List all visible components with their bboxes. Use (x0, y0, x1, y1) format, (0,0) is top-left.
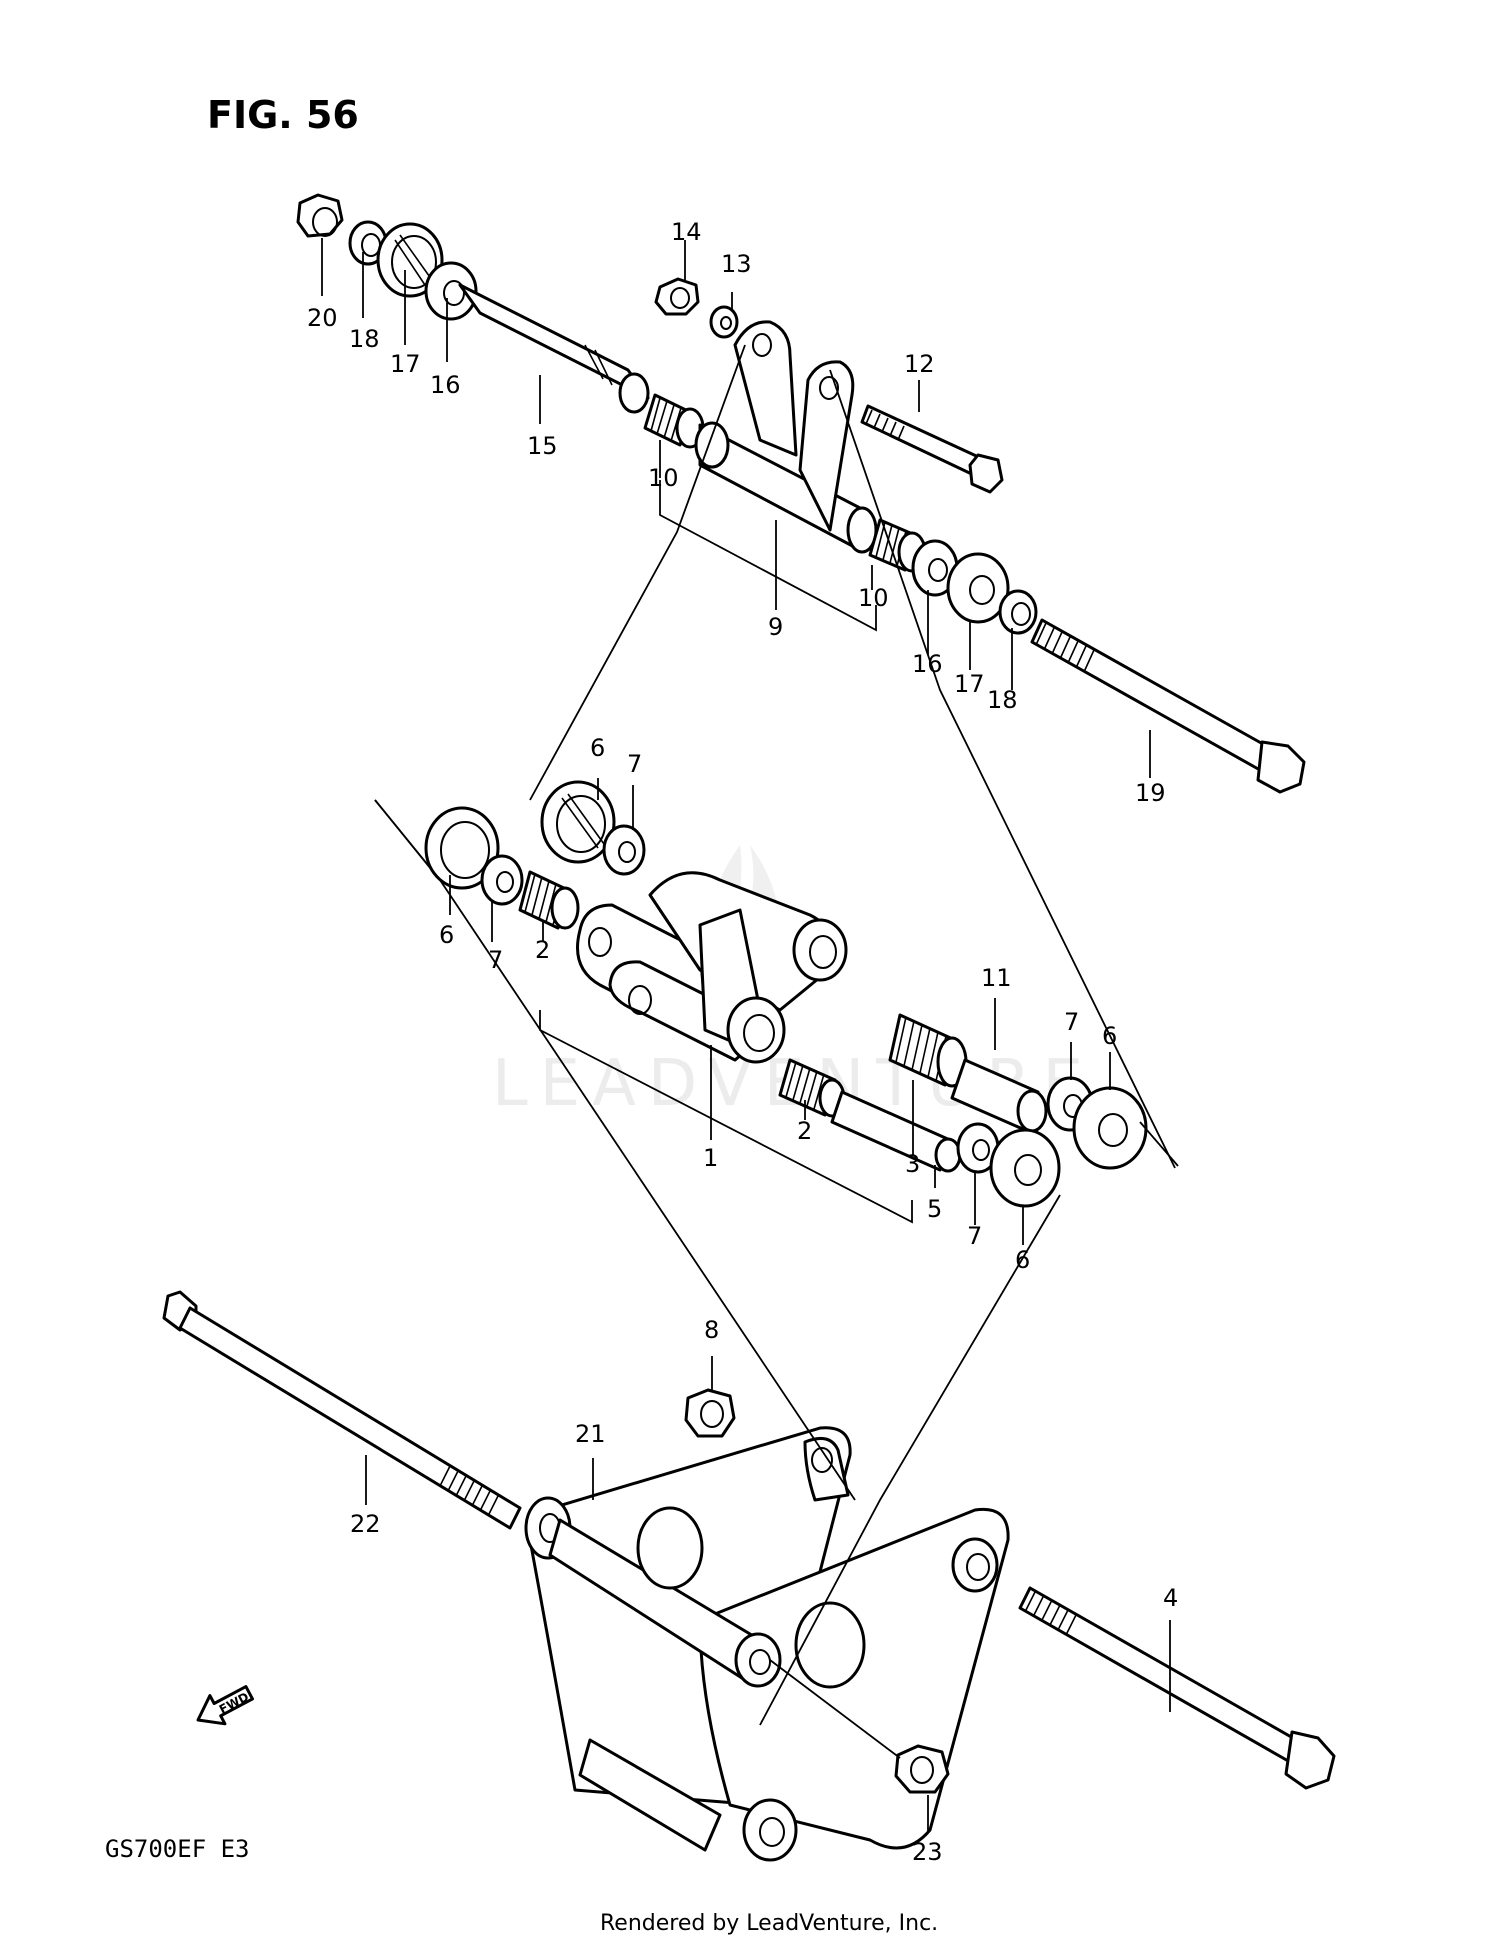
callout-17-right: 17 (954, 670, 985, 698)
callout-2-left: 2 (535, 936, 550, 964)
callout-18-right: 18 (987, 686, 1018, 714)
callout-15: 15 (527, 432, 558, 460)
callout-4: 4 (1163, 1584, 1178, 1612)
callout-8: 8 (704, 1316, 719, 1344)
callout-16-right: 16 (912, 650, 943, 678)
callout-5: 5 (927, 1195, 942, 1223)
part-2-bearing-left (518, 870, 580, 930)
part-4-bolt (1018, 1586, 1336, 1790)
part-9-cushion-rod (694, 320, 878, 554)
fwd-arrow-icon: FWD (196, 1685, 254, 1726)
callout-7-left: 7 (488, 946, 503, 974)
part-21-bracket (524, 1426, 1010, 1862)
part-17-seal-right (946, 552, 1010, 624)
part-20-nut (296, 193, 344, 238)
part-1-cushion-lever (576, 871, 848, 1064)
part-6-seal-top (540, 780, 616, 864)
callout-22: 22 (350, 1510, 381, 1538)
part-7-washer-bottom (956, 1122, 1000, 1174)
guide-lines (374, 344, 1179, 1759)
figure-title: FIG. 56 (207, 93, 359, 137)
callout-13: 13 (721, 250, 752, 278)
callout-9: 9 (768, 613, 783, 641)
callout-7-top: 7 (627, 750, 642, 778)
part-6-seal-right (1072, 1086, 1148, 1170)
callout-17: 17 (390, 350, 421, 378)
callout-23: 23 (912, 1838, 943, 1866)
callout-6-top: 6 (590, 734, 605, 762)
part-18-collar-right (998, 589, 1038, 635)
part-14-nut (654, 277, 700, 316)
callouts: 20 18 17 16 15 14 13 12 10 10 9 16 17 18… (307, 218, 1178, 1866)
callout-20: 20 (307, 304, 338, 332)
part-7-washer-left (480, 854, 524, 906)
callout-11: 11 (981, 964, 1012, 992)
footer-credit: Rendered by LeadVenture, Inc. (600, 1911, 938, 1936)
part-15-sleeve (458, 283, 650, 414)
callout-6-right: 6 (1102, 1022, 1117, 1050)
callout-2-right: 2 (797, 1117, 812, 1145)
callout-1: 1 (703, 1144, 718, 1172)
part-6-seal-left (424, 806, 500, 890)
part-19-bolt (1030, 618, 1306, 794)
part-8-nut (684, 1388, 736, 1438)
callout-6-left: 6 (439, 921, 454, 949)
callout-6-bottom: 6 (1015, 1246, 1030, 1274)
callout-18: 18 (349, 325, 380, 353)
part-23-nut (894, 1744, 950, 1794)
callout-21: 21 (575, 1420, 606, 1448)
callout-7-bottom: 7 (967, 1222, 982, 1250)
callout-16: 16 (430, 371, 461, 399)
callout-10-right: 10 (858, 584, 889, 612)
part-12-bolt (860, 404, 1004, 494)
callout-12: 12 (904, 350, 935, 378)
callout-10-left: 10 (648, 464, 679, 492)
callout-3: 3 (905, 1150, 920, 1178)
callout-7-right: 7 (1064, 1008, 1079, 1036)
part-10-bearing-left (643, 393, 705, 449)
callout-leaders (321, 238, 1171, 1832)
part-16-washer-right (911, 539, 959, 597)
part-17-seal (376, 222, 444, 298)
part-7-washer-top (602, 824, 646, 876)
part-22-bolt (162, 1290, 522, 1530)
part-11-sleeve (950, 1058, 1048, 1133)
part-5-spacer (830, 1090, 962, 1173)
callout-14: 14 (671, 218, 702, 246)
callout-19: 19 (1135, 779, 1166, 807)
model-code: GS700EF E3 (105, 1835, 250, 1863)
part-13-washer (709, 305, 739, 339)
part-6-seal-bottom (989, 1128, 1061, 1208)
